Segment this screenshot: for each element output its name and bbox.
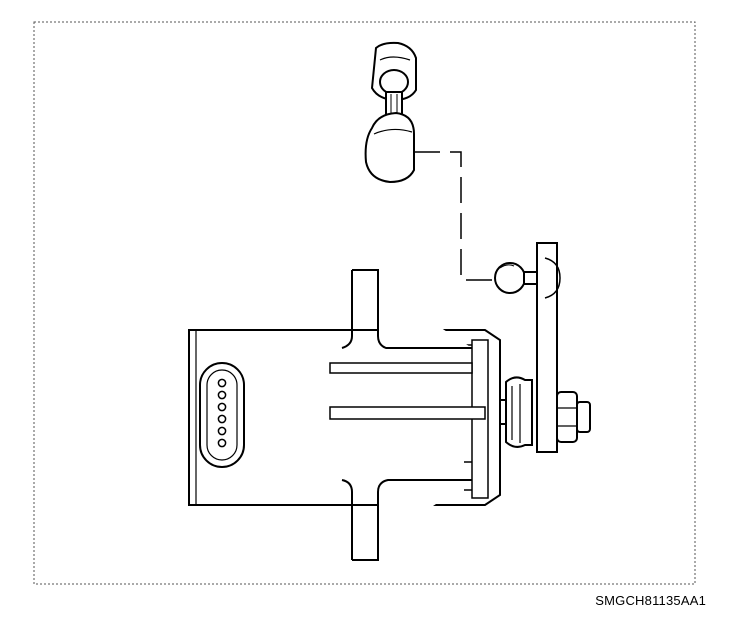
connector-pin (217, 426, 227, 436)
actuator-body (188, 269, 501, 561)
electrical-connector (199, 362, 245, 468)
connector-pin (217, 414, 227, 424)
ball-stud (494, 262, 539, 294)
figure-code: SMGCH81135AA1 (595, 593, 706, 608)
lever-plate (536, 242, 561, 453)
connector-pin (217, 438, 227, 448)
ball-socket-link (364, 41, 417, 184)
connector-pin (217, 390, 227, 400)
connector-pin (217, 378, 227, 388)
connection-dash-line (414, 151, 494, 281)
lock-nut (556, 391, 591, 443)
frame-border (33, 21, 696, 585)
connector-pin (217, 402, 227, 412)
